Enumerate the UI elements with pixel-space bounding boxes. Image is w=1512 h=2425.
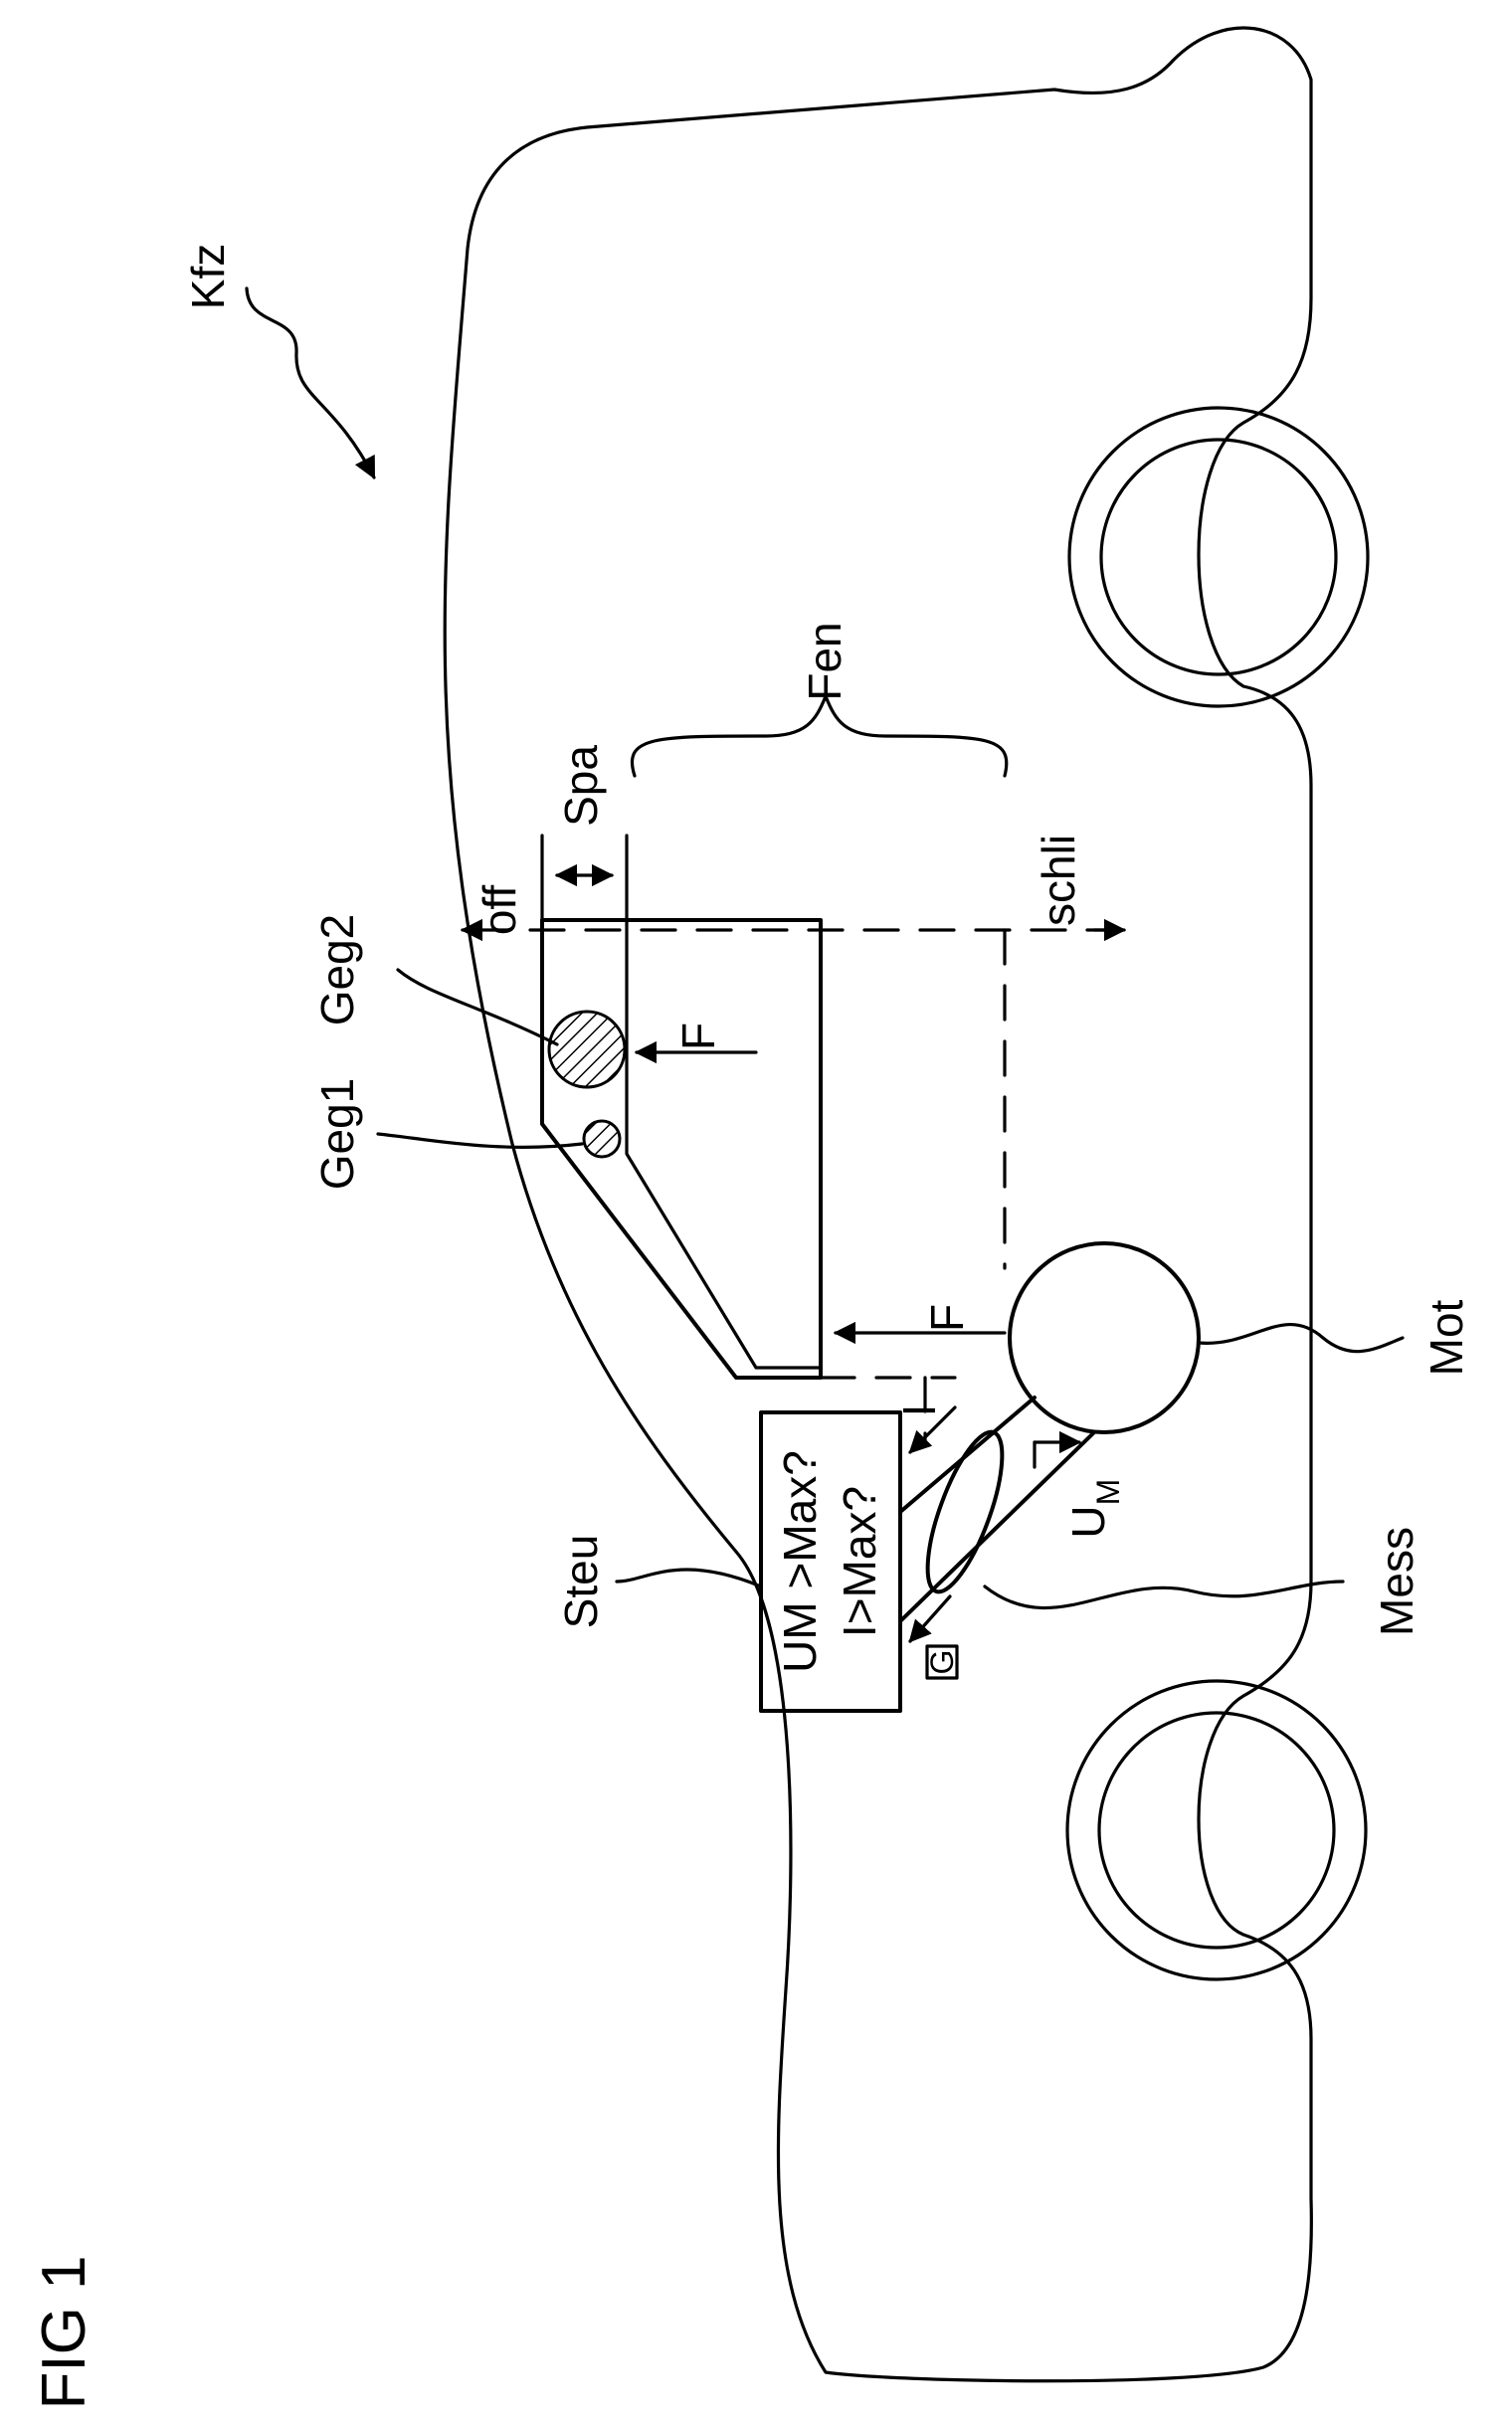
object2-label: Geg2	[311, 914, 363, 1026]
window-frame-outer	[542, 920, 821, 1378]
control-line1: UM >Max?	[774, 1450, 826, 1673]
gap-label: Spa	[555, 745, 607, 827]
measurement-probe	[912, 1424, 1017, 1600]
close-label: schli	[1033, 835, 1084, 926]
object1-obstacle	[584, 1121, 620, 1157]
force-object-label: F	[672, 1023, 724, 1050]
measurement-label: Mess	[1371, 1527, 1422, 1636]
motor-leader	[1199, 1325, 1403, 1352]
voltage-sub-label: M	[1090, 1479, 1126, 1506]
window-label: Fen	[799, 622, 850, 700]
object1-label: Geg1	[311, 1078, 363, 1191]
motor	[1010, 1243, 1199, 1432]
open-label: off	[473, 885, 525, 936]
measurement-leader	[985, 1582, 1343, 1608]
voltage-label: U	[1062, 1505, 1114, 1538]
vehicle-leader-arrow	[247, 288, 374, 477]
control-leader	[617, 1570, 761, 1586]
window-brace	[632, 696, 1006, 776]
control-line2: I>Max?	[834, 1486, 885, 1637]
object2-obstacle	[549, 1012, 625, 1087]
motor-label: Mot	[1420, 1299, 1472, 1376]
figure-title: FIG 1	[30, 2255, 98, 2409]
car-body-outline	[445, 28, 1311, 2381]
control-label: Steu	[555, 1535, 607, 1629]
current-label: I	[893, 1404, 945, 1417]
vehicle-label: Kfz	[182, 244, 234, 309]
window-glass-inner	[627, 920, 821, 1368]
signal-label: G	[924, 1650, 960, 1675]
force-window-label: F	[921, 1304, 973, 1332]
